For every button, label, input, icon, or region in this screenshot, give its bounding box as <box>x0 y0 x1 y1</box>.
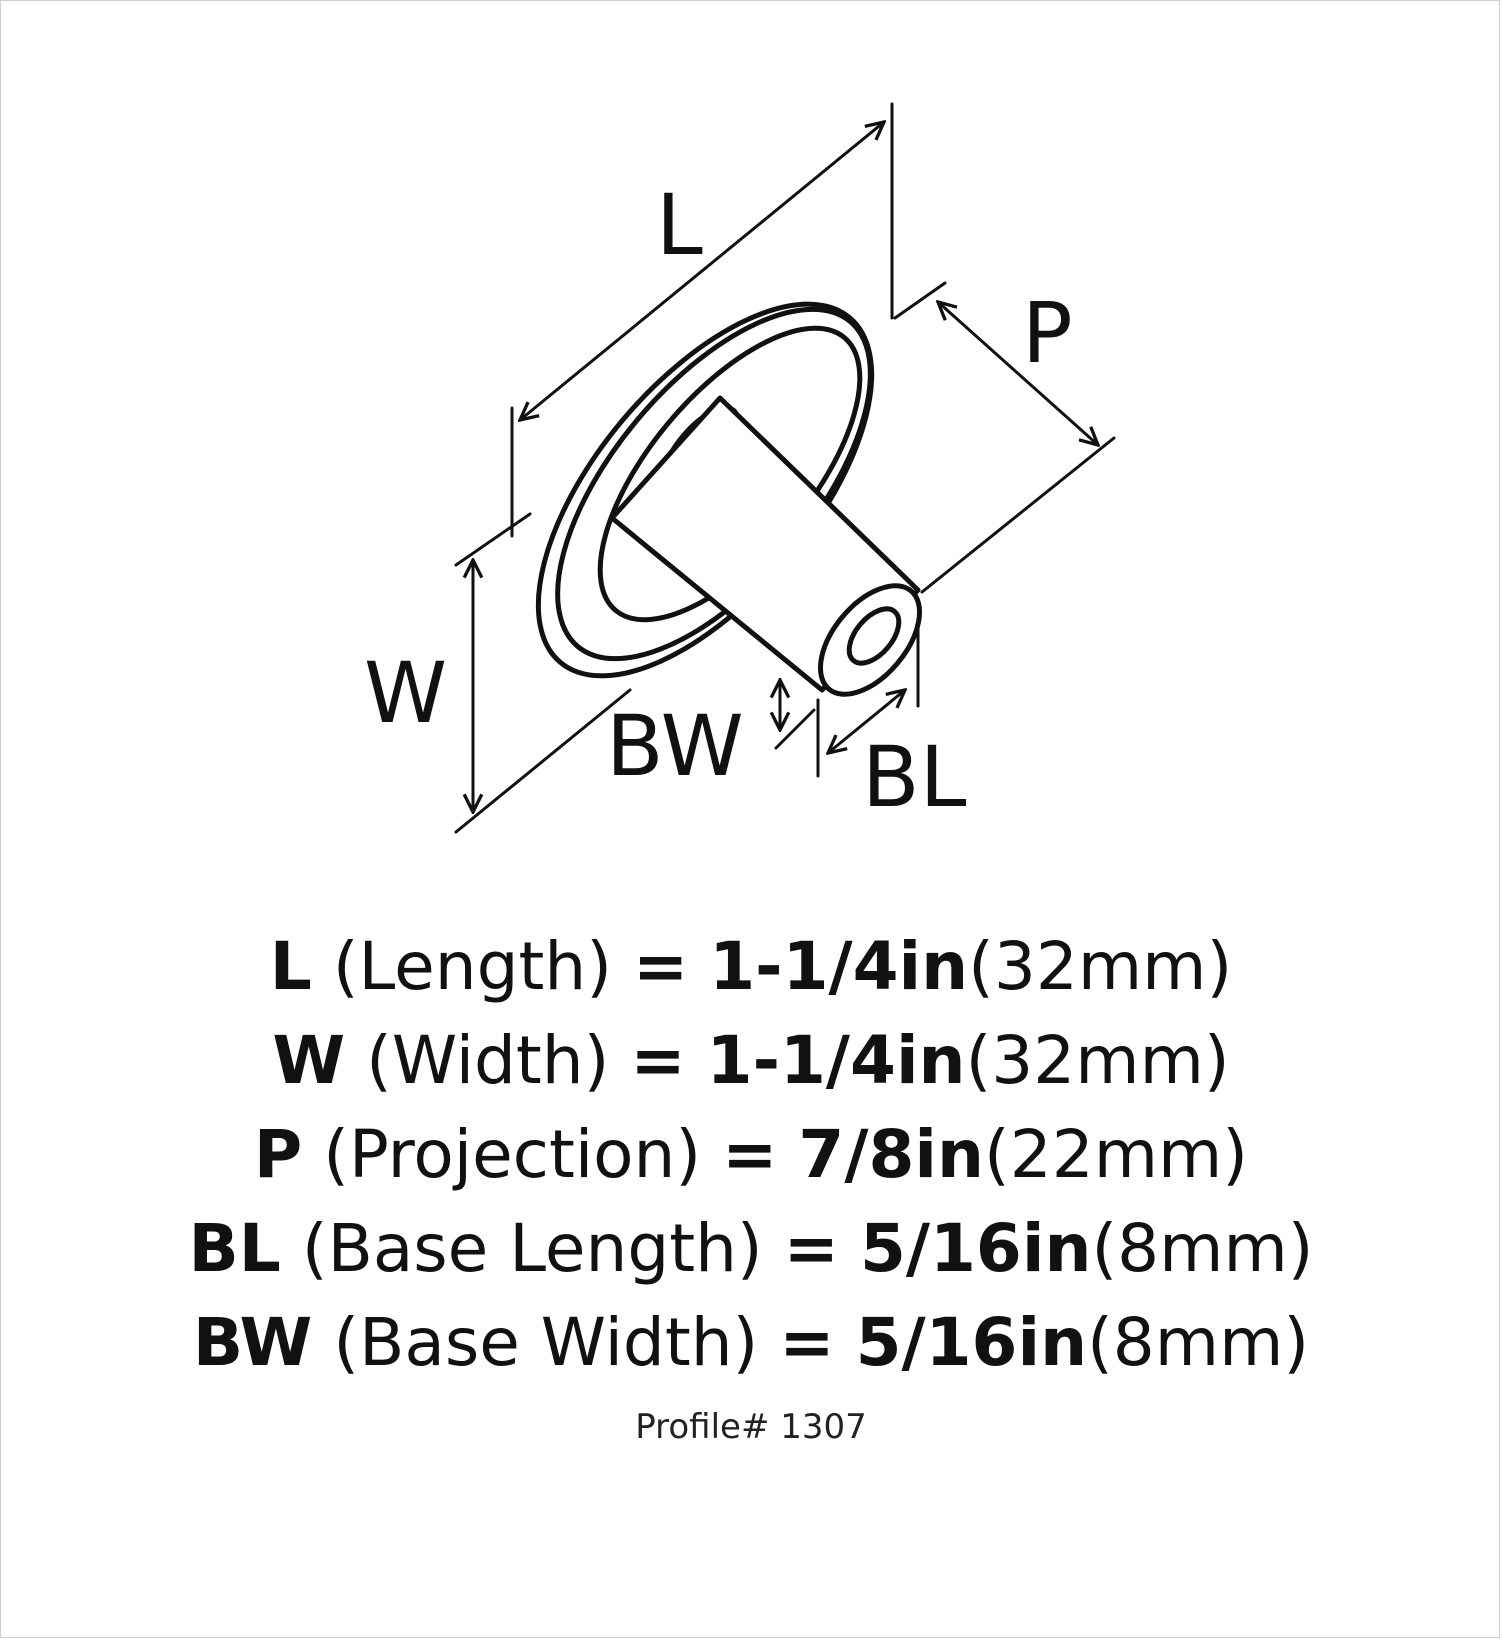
spec-projection: P (Projection) = 7/8in(22mm) <box>0 1108 1502 1202</box>
spec-metric: (8mm) <box>1091 1210 1314 1287</box>
knob-dimension-diagram: L P W BW BL <box>364 102 1116 834</box>
spec-metric: (32mm) <box>965 1022 1230 1099</box>
spec-equals: = <box>630 1022 686 1099</box>
knob-post-hole <box>846 606 902 666</box>
spec-abbr: W <box>272 1022 346 1099</box>
spec-imperial: 1-1/4in <box>709 928 969 1005</box>
profile-number: Profile# 1307 <box>635 1407 867 1447</box>
label-width: W <box>364 644 447 742</box>
projection-dimension-arrow <box>938 302 1098 445</box>
spec-length: L (Length) = 1-1/4in(32mm) <box>0 920 1502 1014</box>
spec-abbr: BW <box>192 1304 313 1381</box>
spec-width: W (Width) = 1-1/4in(32mm) <box>0 1014 1502 1108</box>
spec-base-length: BL (Base Length) = 5/16in(8mm) <box>0 1202 1502 1296</box>
spec-metric: (22mm) <box>983 1116 1249 1193</box>
spec-base-width: BW (Base Width) = 5/16in(8mm) <box>0 1296 1502 1390</box>
spec-imperial: 1-1/4in <box>706 1022 966 1099</box>
knob-drawing <box>535 301 923 697</box>
spec-name: (Projection) <box>323 1116 702 1193</box>
spec-name: (Base Width) <box>333 1304 759 1381</box>
dimension-specs: L (Length) = 1-1/4in(32mm) W (Width) = 1… <box>0 920 1502 1452</box>
spec-imperial: 5/16in <box>855 1304 1088 1381</box>
spec-equals: = <box>722 1116 778 1193</box>
spec-abbr: BL <box>188 1210 281 1287</box>
label-projection: P <box>1022 284 1073 382</box>
base-length-dimension-arrow <box>828 690 905 753</box>
spec-equals: = <box>779 1304 835 1381</box>
label-base-width: BW <box>606 697 744 795</box>
spec-equals: = <box>632 928 689 1005</box>
label-base-length: BL <box>862 728 967 826</box>
spec-name: (Length) <box>332 928 612 1005</box>
spec-metric: (32mm) <box>968 928 1233 1005</box>
spec-name: (Base Length) <box>301 1210 763 1287</box>
spec-abbr: P <box>253 1116 303 1193</box>
width-extension-top <box>454 512 532 567</box>
spec-abbr: L <box>269 928 312 1005</box>
label-length: L <box>656 176 703 274</box>
base-width-leader <box>774 708 816 750</box>
spec-imperial: 7/8in <box>798 1116 984 1193</box>
spec-imperial: 5/16in <box>859 1210 1092 1287</box>
dimension-lines <box>454 102 1116 834</box>
projection-extension-top <box>893 281 947 320</box>
spec-metric: (8mm) <box>1087 1304 1310 1381</box>
length-dimension-arrow <box>520 122 884 420</box>
spec-equals: = <box>783 1210 839 1287</box>
projection-extension-bottom <box>920 436 1116 594</box>
width-extension-bottom <box>454 688 632 834</box>
spec-name: (Width) <box>366 1022 610 1099</box>
